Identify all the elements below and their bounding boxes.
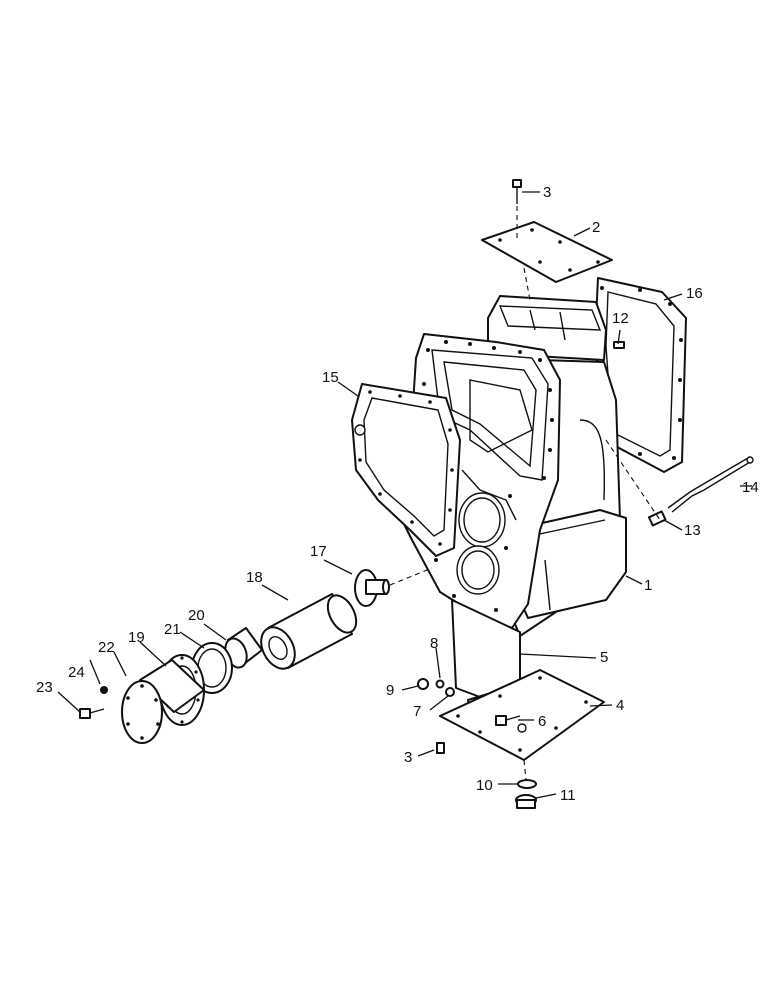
- washer-8: [435, 679, 445, 689]
- callout-11: 11: [560, 787, 576, 804]
- cover-bolt: [79, 708, 105, 719]
- drain-plug: [515, 794, 537, 809]
- base-plate: [439, 669, 605, 761]
- dowel-pin: [613, 341, 625, 349]
- callout-14: 14: [742, 479, 759, 496]
- drain-fitting: [647, 510, 667, 527]
- callout-21: 21: [164, 621, 181, 638]
- callout-5: 5: [600, 649, 608, 666]
- callout-labels: 3 2 16 12 15 14 13 1 5 4 6 8 9 7 3 10 11…: [36, 184, 759, 804]
- callout-16: 16: [686, 285, 703, 302]
- washer-7: [445, 687, 455, 697]
- callout-19: 19: [128, 629, 145, 646]
- leader-lines: [57, 191, 752, 799]
- assembly-line-fitting: [605, 439, 661, 521]
- callout-6: 6: [538, 713, 546, 730]
- bracket-bolt: [495, 715, 521, 726]
- callout-23: 23: [36, 679, 53, 696]
- cover-washer: [100, 686, 108, 694]
- callout-13: 13: [684, 522, 701, 539]
- callout-17: 17: [310, 543, 327, 560]
- callout-9: 9: [386, 682, 394, 699]
- callout-24: 24: [68, 664, 85, 681]
- callout-3-top: 3: [543, 184, 551, 201]
- top-screw: [512, 179, 522, 204]
- callout-15: 15: [322, 369, 339, 386]
- callout-3-bottom: 3: [404, 749, 412, 766]
- front-gasket: [351, 383, 461, 557]
- callout-4: 4: [616, 697, 624, 714]
- assembly-line-plug: [523, 759, 527, 781]
- callout-22: 22: [98, 639, 115, 656]
- assembly-line-cover: [523, 267, 531, 301]
- callout-10: 10: [476, 777, 493, 794]
- callout-2: 2: [592, 219, 600, 236]
- callout-18: 18: [246, 569, 263, 586]
- callout-12: 12: [612, 310, 629, 327]
- callout-7: 7: [413, 703, 421, 720]
- filter-element: [260, 593, 358, 670]
- assembly-line-flange: [389, 567, 433, 586]
- end-cover: [121, 659, 205, 744]
- nut-9: [417, 678, 429, 690]
- callout-8: 8: [430, 635, 438, 652]
- filter-flange: [354, 569, 390, 607]
- callout-20: 20: [188, 607, 205, 624]
- drain-washer: [517, 779, 537, 789]
- callout-1: 1: [644, 577, 652, 594]
- dipstick: [667, 456, 754, 513]
- lower-screw: [436, 742, 445, 754]
